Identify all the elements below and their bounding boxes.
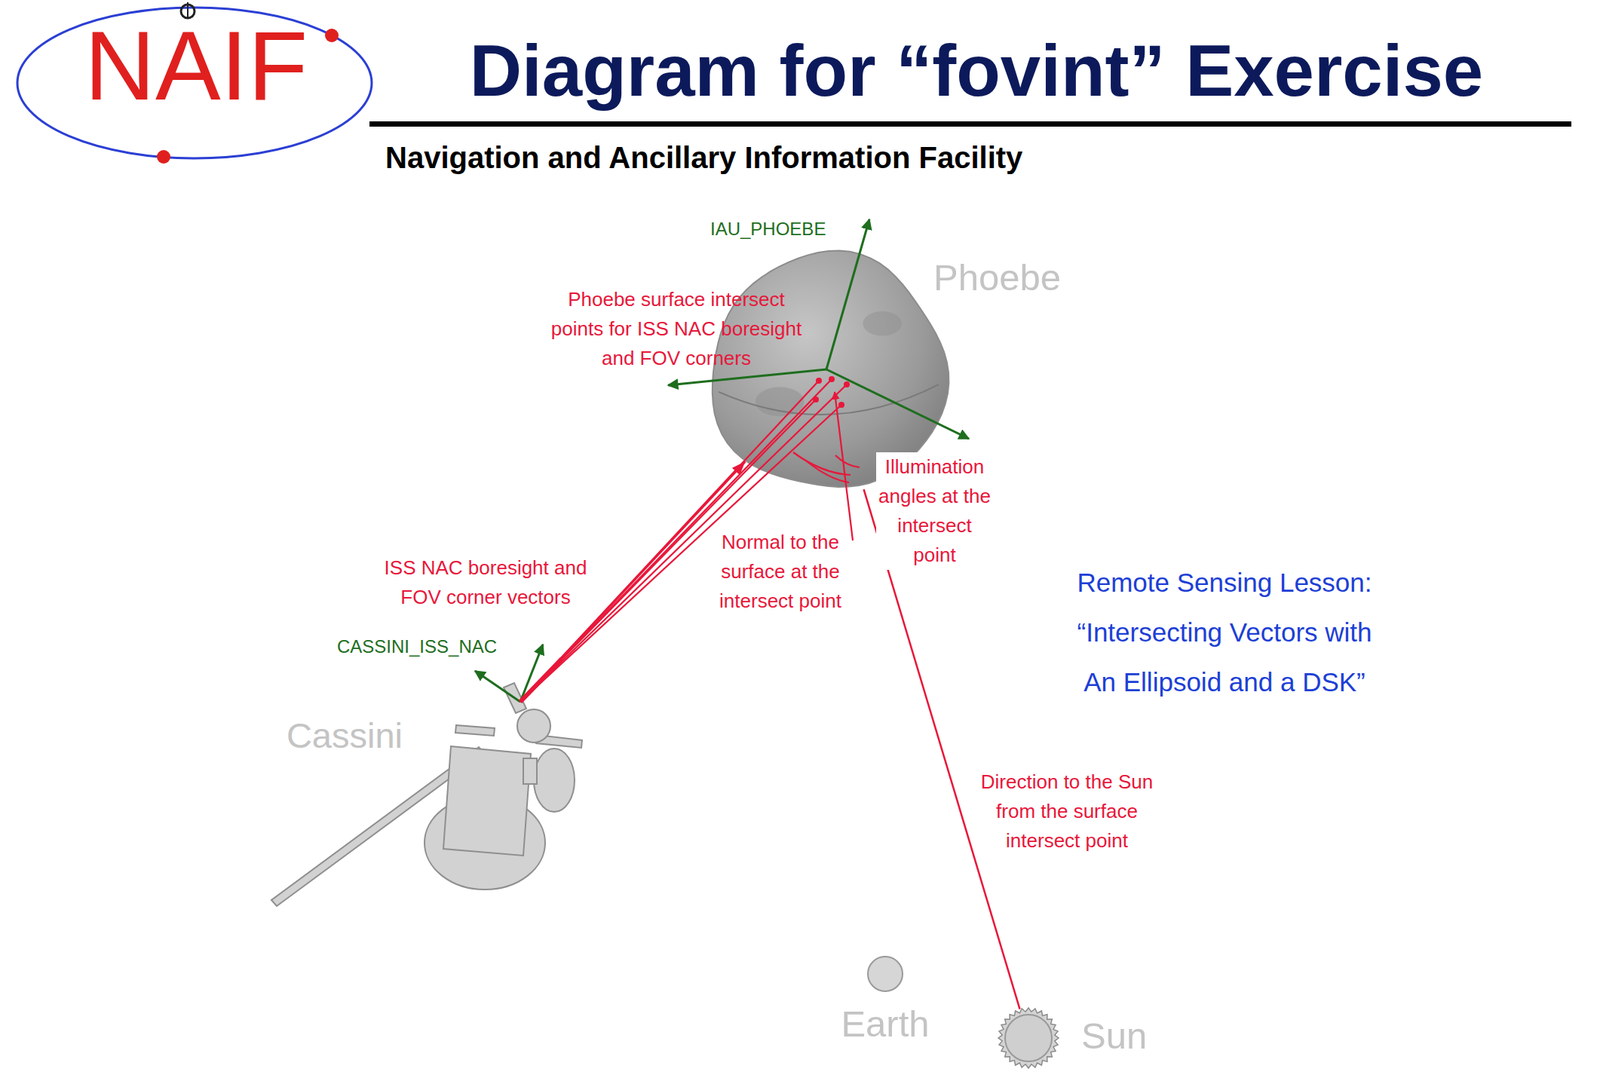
spacecraft-cassini: Cassini bbox=[407, 678, 528, 839]
equator-line bbox=[718, 384, 939, 415]
subtitle: Navigation and Ancillary Information Fac… bbox=[385, 142, 1023, 173]
rtg-unit bbox=[523, 758, 537, 785]
crater bbox=[862, 311, 902, 336]
node-shape bbox=[998, 1008, 1059, 1069]
logo-orbit bbox=[17, 7, 372, 159]
instrument-dome bbox=[517, 709, 551, 743]
arrow-head bbox=[732, 461, 745, 476]
node-shape bbox=[867, 956, 904, 993]
intersect-point bbox=[815, 377, 822, 384]
callout-note: Illumination angles at the intersect poi… bbox=[876, 452, 994, 571]
callout-note: Phoebe surface intersect points for ISS … bbox=[544, 285, 809, 374]
star-sun: Sun bbox=[998, 1008, 1059, 1069]
compass-pin bbox=[186, 2, 189, 19]
frame-axis bbox=[475, 671, 521, 702]
phoebe-body bbox=[712, 251, 950, 488]
vector-label: ISS NAC boresight and FOV corner vectors bbox=[372, 553, 599, 613]
side-panel bbox=[455, 725, 495, 736]
body-label: Earth bbox=[840, 1005, 929, 1043]
fov-vector bbox=[520, 384, 847, 702]
slide-title: Diagram for “fovint” Exercise bbox=[422, 34, 1531, 108]
planet-earth: Earth bbox=[867, 956, 904, 993]
naif-logo bbox=[17, 2, 372, 164]
sun-disc bbox=[1005, 1014, 1052, 1062]
earth-disc bbox=[867, 956, 903, 992]
body-label: Phoebe bbox=[933, 259, 1061, 297]
vector-label: Direction to the Sun from the surface in… bbox=[976, 767, 1158, 856]
body-label: Sun bbox=[1081, 1017, 1147, 1055]
sun-corona bbox=[998, 1008, 1059, 1069]
frame-label: CASSINI_ISS_NAC bbox=[337, 636, 497, 658]
header-rule bbox=[369, 121, 1572, 127]
lesson-title: Remote Sensing Lesson: “Intersecting Vec… bbox=[1062, 557, 1387, 708]
logo-text: NAIF bbox=[84, 16, 308, 115]
logo-dot bbox=[156, 150, 171, 164]
intersect-point bbox=[843, 381, 850, 388]
intersect-point bbox=[812, 396, 819, 403]
cassini-spacecraft bbox=[271, 683, 583, 907]
callout-note: Normal to the surface at the intersect p… bbox=[717, 527, 843, 617]
intersect-point bbox=[828, 376, 835, 383]
logo-dot bbox=[324, 28, 339, 43]
crater bbox=[755, 386, 805, 417]
intersect-point bbox=[838, 401, 845, 408]
spacecraft-bus bbox=[443, 746, 531, 856]
body-label: Cassini bbox=[286, 717, 403, 754]
probe-shield bbox=[533, 748, 575, 813]
frame-label: IAU_PHOEBE bbox=[710, 218, 826, 240]
